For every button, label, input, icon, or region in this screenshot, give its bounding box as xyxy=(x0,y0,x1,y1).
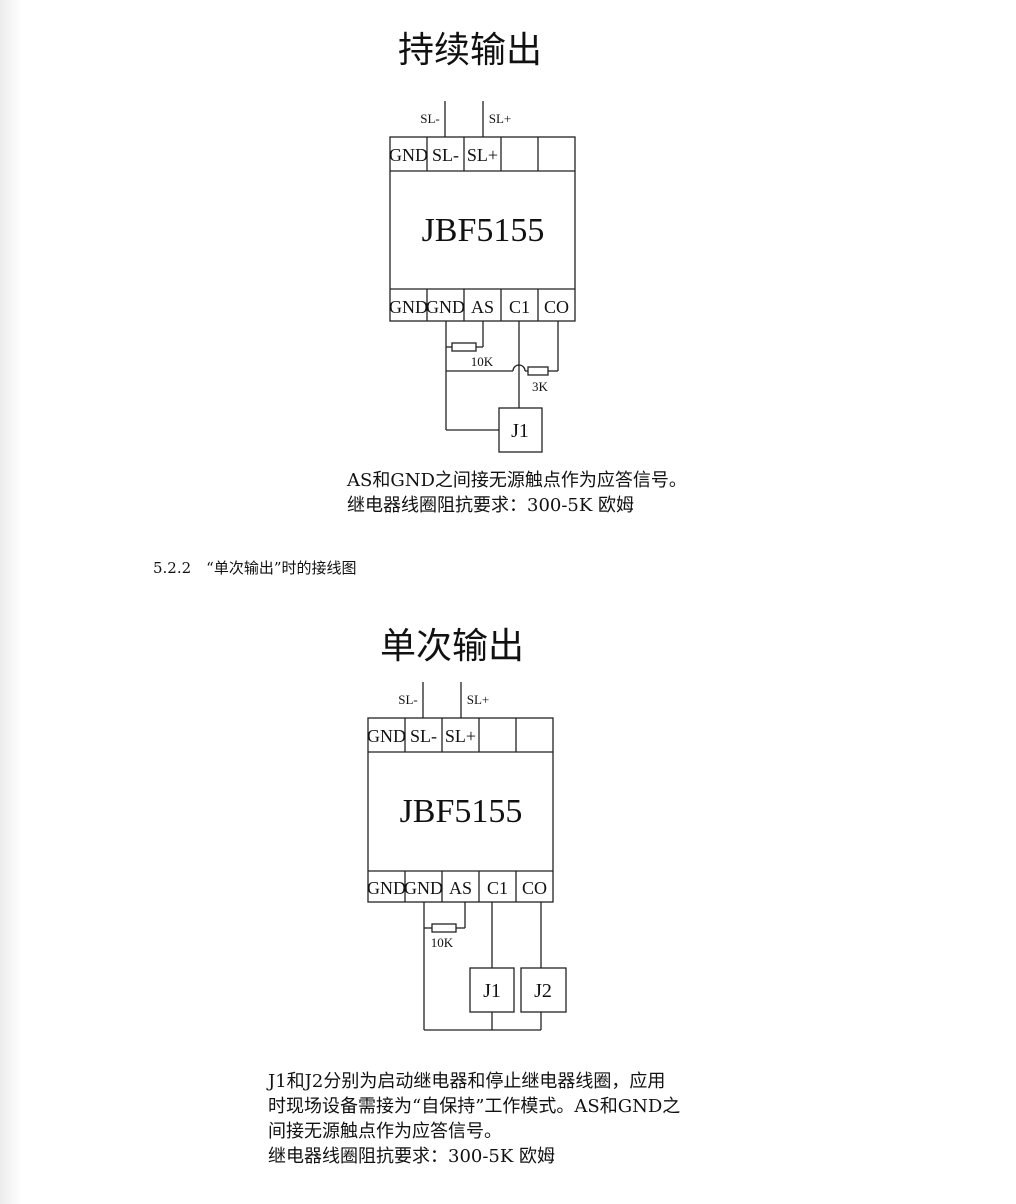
diagram1-resistor-label: 10K xyxy=(471,354,494,369)
diagram2-wiring xyxy=(423,902,567,1031)
diagram1-relay-label: J1 xyxy=(511,420,529,442)
diagram2-note-line: 间接无源触点作为应答信号。 xyxy=(268,1121,502,1142)
diagram1-top-terminal: SL+ xyxy=(467,145,498,165)
diagram2-bottom-terminal: GND xyxy=(404,878,443,898)
diagram1-resistor-3k xyxy=(527,366,549,376)
diagram1-top-terminal: GND xyxy=(389,145,428,165)
diagram2-bottom-terminal: AS xyxy=(449,878,472,898)
diagram2-relay-label: J2 xyxy=(534,980,552,1002)
diagram1-note-line: AS和GND之间接无源触点作为应答信号。 xyxy=(346,470,687,491)
diagram1-relay-box xyxy=(498,407,543,453)
diagram1-bottom-terminal: CO xyxy=(544,297,569,317)
diagram2-bottom-terminal: C1 xyxy=(487,878,508,898)
diagram1-bottom-terminal: C1 xyxy=(509,297,530,317)
diagram2-top-terminal: GND xyxy=(367,726,406,746)
diagram2-sl-plus-label: SL+ xyxy=(467,692,490,707)
diagram1-bottom-terminal: GND xyxy=(389,297,428,317)
diagram2-resistor-label: 10K xyxy=(431,935,454,950)
diagram1-wiring xyxy=(445,321,559,453)
diagram1-note-line: 继电器线圈阻抗要求：300-5K 欧姆 xyxy=(347,495,634,516)
diagram2-note-line: 时现场设备需接为“自保持”工作模式。AS和GND之 xyxy=(268,1096,680,1117)
diagram1-model-label: JBF5155 xyxy=(422,212,545,249)
diagram1-title: 持续输出 xyxy=(398,30,542,71)
diagram2-sl-minus-label: SL- xyxy=(398,692,418,707)
diagram1-bottom-terminal: GND xyxy=(426,297,465,317)
diagram1-resistor-10k xyxy=(451,342,477,352)
diagram1-sl-minus-label: SL- xyxy=(420,111,440,126)
diagram2-title: 单次输出 xyxy=(380,626,524,667)
diagram2-model-label: JBF5155 xyxy=(400,793,523,830)
diagram1-sl-plus-label: SL+ xyxy=(489,111,512,126)
diagram1-top-terminal: SL- xyxy=(432,145,459,165)
diagram2-note-line: J1和J2分别为启动继电器和停止继电器线圈，应用 xyxy=(266,1071,665,1092)
diagram2-bottom-terminal: CO xyxy=(522,878,547,898)
section-heading: 5.2.2 “单次输出”时的接线图 xyxy=(153,559,357,577)
diagram2-relay-j2-box xyxy=(520,967,567,1013)
diagram2-relay-label: J1 xyxy=(483,980,501,1002)
diagram2-note-line: 继电器线圈阻抗要求：300-5K 欧姆 xyxy=(268,1146,555,1167)
diagram2-bottom-terminal: GND xyxy=(367,878,406,898)
diagram2-top-terminal: SL- xyxy=(410,726,437,746)
diagram2-resistor-10k xyxy=(431,923,457,933)
page-edge-shadow xyxy=(0,0,22,1204)
diagram2-top-terminal: SL+ xyxy=(445,726,476,746)
diagram1-bottom-terminal: AS xyxy=(471,297,494,317)
diagram1-resistor-label: 3K xyxy=(532,379,549,394)
